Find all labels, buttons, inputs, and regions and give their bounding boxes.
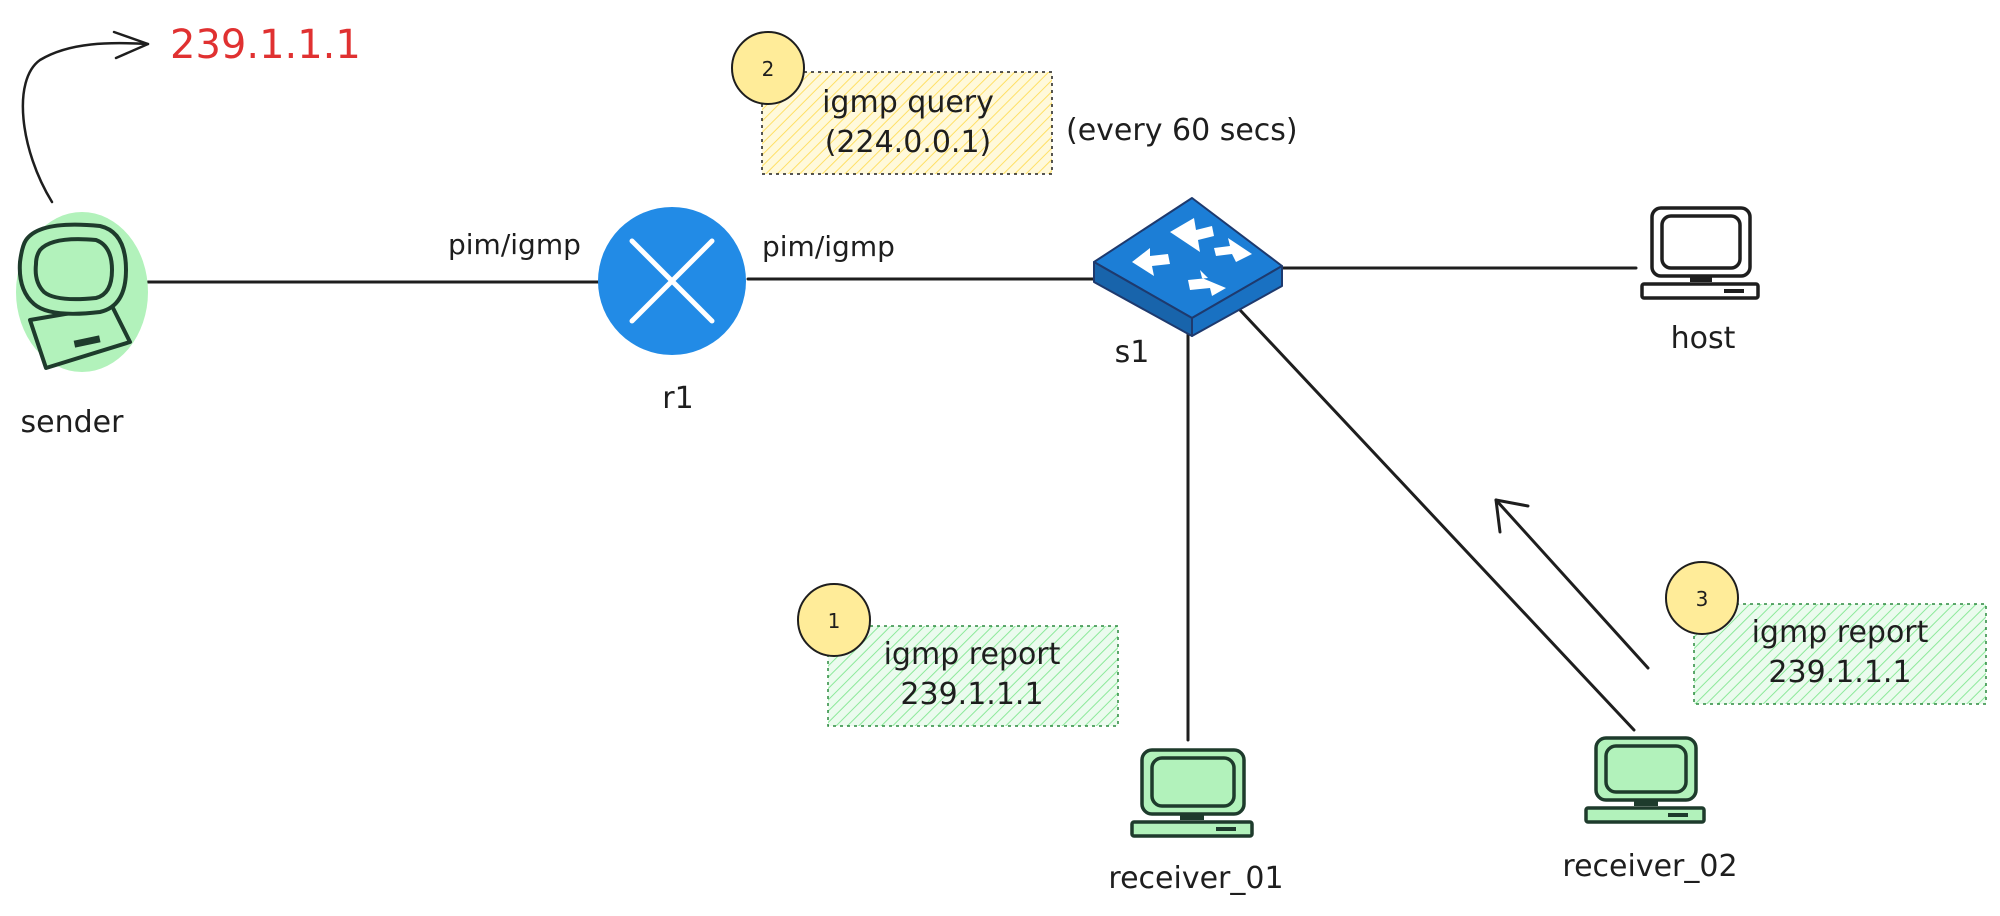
links xyxy=(146,266,1638,742)
arrow-up-left-icon xyxy=(1494,498,1650,670)
host-label: host xyxy=(1671,321,1736,356)
igmp-report-box-1 xyxy=(827,625,1119,727)
igmp-report-1-line2: 239.1.1.1 xyxy=(900,677,1043,712)
curved-arrow-icon xyxy=(21,41,150,204)
multicast-address: 239.1.1.1 xyxy=(170,22,361,68)
step-1-annotation: igmp report 239.1.1.1 1 xyxy=(797,583,1119,727)
link-s1-receiver-02 xyxy=(1238,308,1636,732)
receiver-01-label: receiver_01 xyxy=(1108,861,1283,896)
igmp-report-3-line2: 239.1.1.1 xyxy=(1768,655,1911,690)
desktop-computer-icon xyxy=(17,222,132,370)
step-2-number: 2 xyxy=(762,57,775,81)
receiver-01-node[interactable]: receiver_01 xyxy=(1108,748,1284,896)
link-label-r1-s1: pim/igmp xyxy=(762,230,895,263)
laptop-icon xyxy=(1130,748,1254,838)
igmp-query-line2: (224.0.0.1) xyxy=(825,125,992,160)
switch-node[interactable]: s1 xyxy=(1093,197,1283,370)
step-1-number: 1 xyxy=(828,609,841,633)
laptop-icon xyxy=(1640,206,1760,300)
router-node[interactable]: r1 xyxy=(598,207,746,416)
step-2-annotation: igmp query (224.0.0.1) 2 (every 60 secs) xyxy=(731,31,1298,175)
switch-icon xyxy=(1093,197,1283,337)
igmp-query-box xyxy=(761,71,1053,175)
step-3-annotation: igmp report 239.1.1.1 3 xyxy=(1665,561,1987,705)
igmp-query-line1: igmp query xyxy=(822,85,994,120)
link-label-sender-r1: pim/igmp xyxy=(448,228,581,261)
multicast-annotation: 239.1.1.1 xyxy=(21,22,361,204)
step-3-badge xyxy=(1665,561,1739,635)
host-node[interactable]: host xyxy=(1640,206,1760,356)
receiver-02-node[interactable]: receiver_02 xyxy=(1562,736,1738,884)
switch-label: s1 xyxy=(1115,335,1150,370)
router-icon xyxy=(598,207,746,355)
receiver-02-label: receiver_02 xyxy=(1562,849,1737,884)
igmp-report-3-line1: igmp report xyxy=(1752,615,1929,650)
report-arrow xyxy=(1494,498,1650,670)
laptop-icon xyxy=(1584,736,1706,824)
step-2-badge xyxy=(731,31,805,105)
igmp-report-box-3 xyxy=(1693,603,1987,705)
router-label: r1 xyxy=(662,381,693,416)
step-3-number: 3 xyxy=(1696,587,1709,611)
sender-label: sender xyxy=(21,405,125,440)
step-1-badge xyxy=(797,583,871,657)
query-interval: (every 60 secs) xyxy=(1066,113,1298,148)
sender-node[interactable]: sender xyxy=(16,212,148,440)
igmp-report-1-line1: igmp report xyxy=(884,637,1061,672)
